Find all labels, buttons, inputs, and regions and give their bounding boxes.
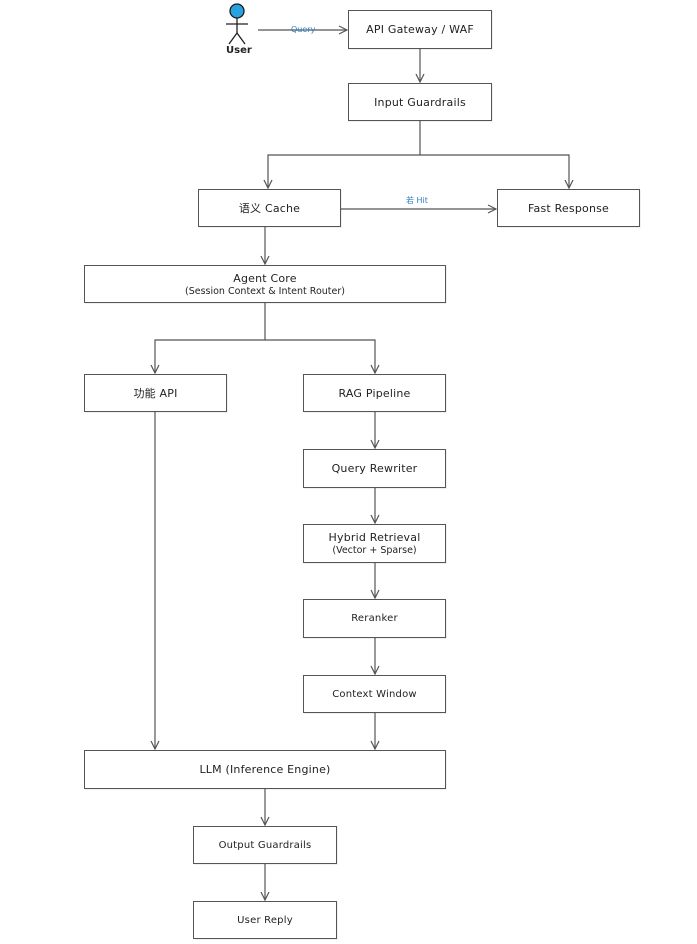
context-window-label: Context Window [332,688,417,700]
context-window-node: Context Window [303,675,446,713]
hybrid-retrieval-label: Hybrid Retrieval [328,531,421,544]
semantic-cache-node: 语义 Cache [198,189,341,227]
semantic-cache-label: 语义 Cache [238,202,301,215]
reranker-node: Reranker [303,599,446,638]
edge-agent-split [155,303,266,373]
edge-agent-rag [265,339,375,373]
output-guardrails-node: Output Guardrails [193,826,337,864]
input-guardrails-node: Input Guardrails [348,83,492,121]
api-gateway-label: API Gateway / WAF [366,23,474,36]
hybrid-retrieval-node: Hybrid Retrieval (Vector + Sparse) [303,524,446,563]
reranker-label: Reranker [351,613,398,624]
agent-core-node: Agent Core (Session Context & Intent Rou… [84,265,446,303]
llm-node: LLM (Inference Engine) [84,750,446,789]
user-reply-label: User Reply [237,914,293,926]
user-label: User [226,45,252,56]
query-rewriter-label: Query Rewriter [331,462,418,475]
fast-response-node: Fast Response [497,189,640,227]
agent-core-sublabel: (Session Context & Intent Router) [185,285,345,297]
llm-label: LLM (Inference Engine) [199,763,331,776]
query-rewriter-node: Query Rewriter [303,449,446,488]
output-guardrails-label: Output Guardrails [218,839,312,851]
fast-response-label: Fast Response [527,201,610,215]
function-api-node: 功能 API [84,374,227,412]
input-guardrails-label: Input Guardrails [374,95,466,109]
edge-guardrails-fast [420,154,569,188]
hybrid-retrieval-sublabel: (Vector + Sparse) [332,545,417,556]
rag-pipeline-label: RAG Pipeline [338,386,411,400]
agent-core-label: Agent Core [233,271,297,285]
user-icon [226,3,248,45]
hit-edge-label: 若 Hit [406,196,428,205]
query-edge-label: Query [291,25,316,34]
user-reply-node: User Reply [193,901,337,939]
rag-pipeline-node: RAG Pipeline [303,374,446,412]
function-api-label: 功能 API [133,387,178,400]
edge-guardrails-split [268,121,421,188]
api-gateway-node: API Gateway / WAF [348,10,492,49]
